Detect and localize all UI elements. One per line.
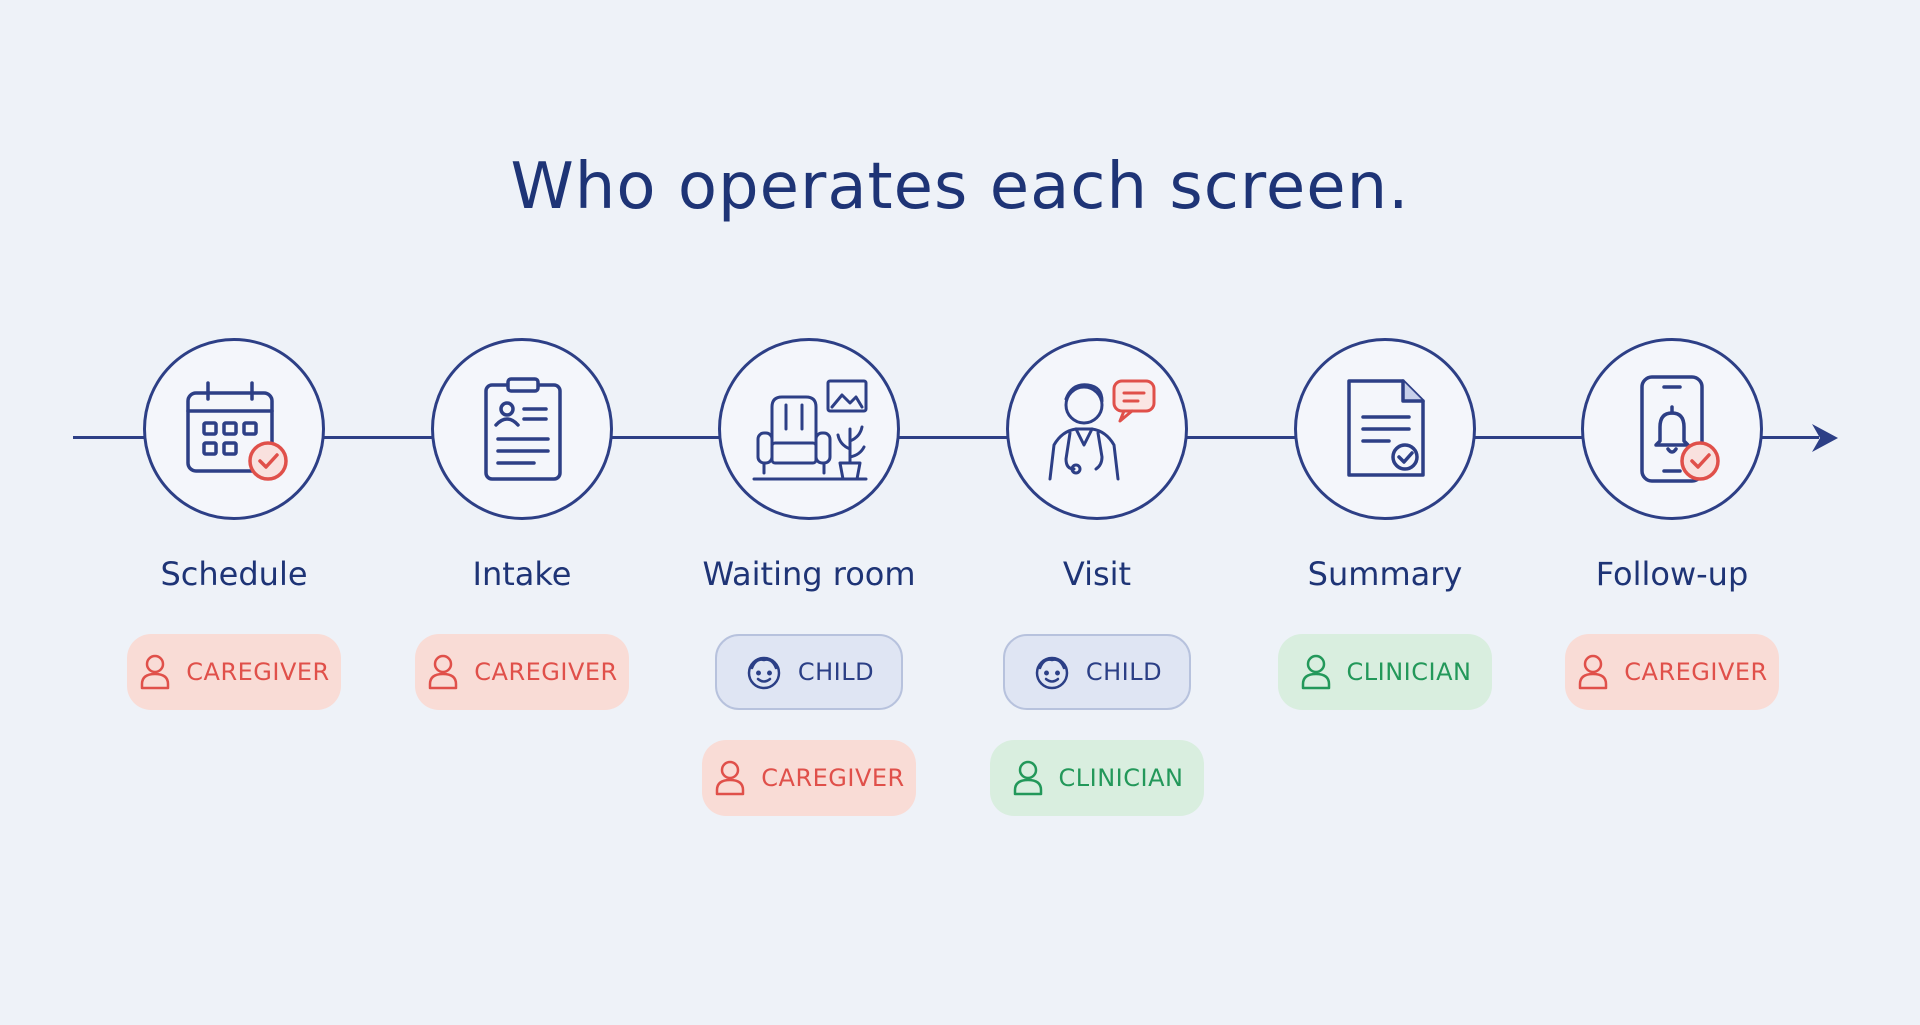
role-label: CHILD xyxy=(1085,658,1163,686)
step-summary: Summary CLINICIAN xyxy=(1255,338,1515,710)
diagram-title: Who operates each screen. xyxy=(510,150,1410,224)
child-face-icon xyxy=(744,652,784,692)
timeline-arrow-icon xyxy=(1812,424,1838,452)
role-badges: CLINICIAN xyxy=(1255,634,1515,710)
role-label: CAREGIVER xyxy=(474,658,618,686)
doctor-chat-icon xyxy=(1032,369,1162,489)
caregiver-role-badge: CAREGIVER xyxy=(127,634,341,710)
role-label: CAREGIVER xyxy=(186,658,330,686)
step-circle xyxy=(1006,338,1188,520)
step-circle xyxy=(718,338,900,520)
clipboard-form-icon xyxy=(462,369,582,489)
step-label: Intake xyxy=(472,555,572,593)
phone-bell-icon xyxy=(1612,369,1732,489)
clinician-role-badge: CLINICIAN xyxy=(990,740,1204,816)
person-icon xyxy=(1011,758,1045,798)
step-label: Schedule xyxy=(160,555,308,593)
role-badges: CHILD CAREGIVER xyxy=(679,634,939,816)
role-label: CAREGIVER xyxy=(1624,658,1768,686)
caregiver-role-badge: CAREGIVER xyxy=(1565,634,1779,710)
role-label: CHILD xyxy=(797,658,875,686)
step-label: Visit xyxy=(1062,555,1132,593)
role-label: CLINICIAN xyxy=(1346,658,1472,686)
caregiver-role-badge: CAREGIVER xyxy=(702,740,916,816)
step-circle xyxy=(143,338,325,520)
step-label: Summary xyxy=(1307,555,1463,593)
person-icon xyxy=(713,758,747,798)
step-follow-up: Follow-up CAREGIVER xyxy=(1542,338,1802,710)
person-icon xyxy=(1576,652,1610,692)
role-label: CLINICIAN xyxy=(1058,764,1184,792)
step-circle xyxy=(431,338,613,520)
role-badges: CAREGIVER xyxy=(104,634,364,710)
step-label: Waiting room xyxy=(702,555,916,593)
child-face-icon xyxy=(1032,652,1072,692)
step-label: Follow-up xyxy=(1595,555,1749,593)
document-check-icon xyxy=(1325,369,1445,489)
caregiver-role-badge: CAREGIVER xyxy=(415,634,629,710)
role-badges: CHILD CLINICIAN xyxy=(967,634,1227,816)
role-badges: CAREGIVER xyxy=(1542,634,1802,710)
timeline-line xyxy=(73,436,1819,439)
child-role-badge: CHILD xyxy=(1003,634,1191,710)
armchair-room-icon xyxy=(744,369,874,489)
step-waiting-room: Waiting room CHILD CAREGIVER xyxy=(679,338,939,816)
person-icon xyxy=(426,652,460,692)
person-icon xyxy=(1299,652,1333,692)
step-circle xyxy=(1581,338,1763,520)
role-badges: CAREGIVER xyxy=(392,634,652,710)
child-role-badge: CHILD xyxy=(715,634,903,710)
calendar-check-icon xyxy=(174,369,294,489)
step-visit: Visit CHILD CLINICIAN xyxy=(967,338,1227,816)
step-circle xyxy=(1294,338,1476,520)
role-label: CAREGIVER xyxy=(761,764,905,792)
step-intake: Intake CAREGIVER xyxy=(392,338,652,710)
step-schedule: Schedule CAREGIVER xyxy=(104,338,364,710)
person-icon xyxy=(138,652,172,692)
clinician-role-badge: CLINICIAN xyxy=(1278,634,1492,710)
